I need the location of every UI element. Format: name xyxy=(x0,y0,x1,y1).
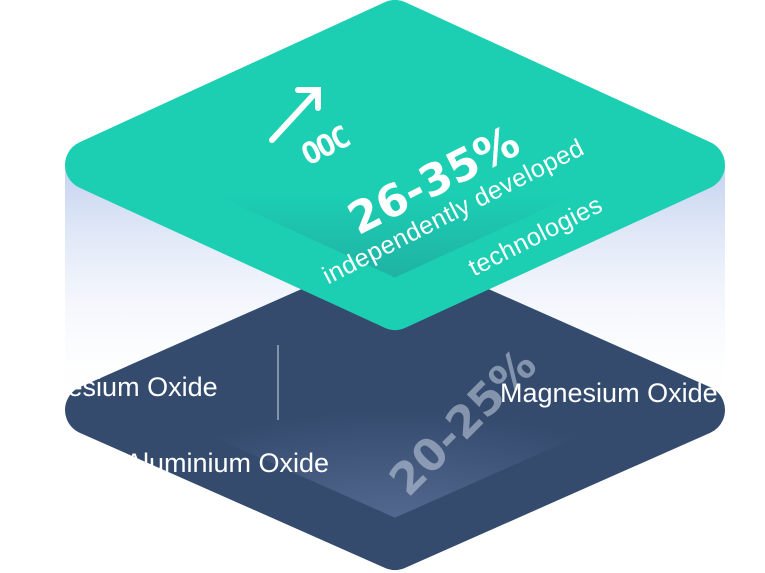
label-magnesium-oxide-left: Magnesium Oxide xyxy=(0,372,218,402)
top-layer xyxy=(65,0,725,330)
label-aluminium-oxide: Aluminium Oxide xyxy=(125,448,330,478)
bottom-layer xyxy=(65,250,725,570)
arrow-up-icon xyxy=(269,87,321,143)
label-magnesium-oxide-right: Magnesium Oxide xyxy=(500,378,718,408)
